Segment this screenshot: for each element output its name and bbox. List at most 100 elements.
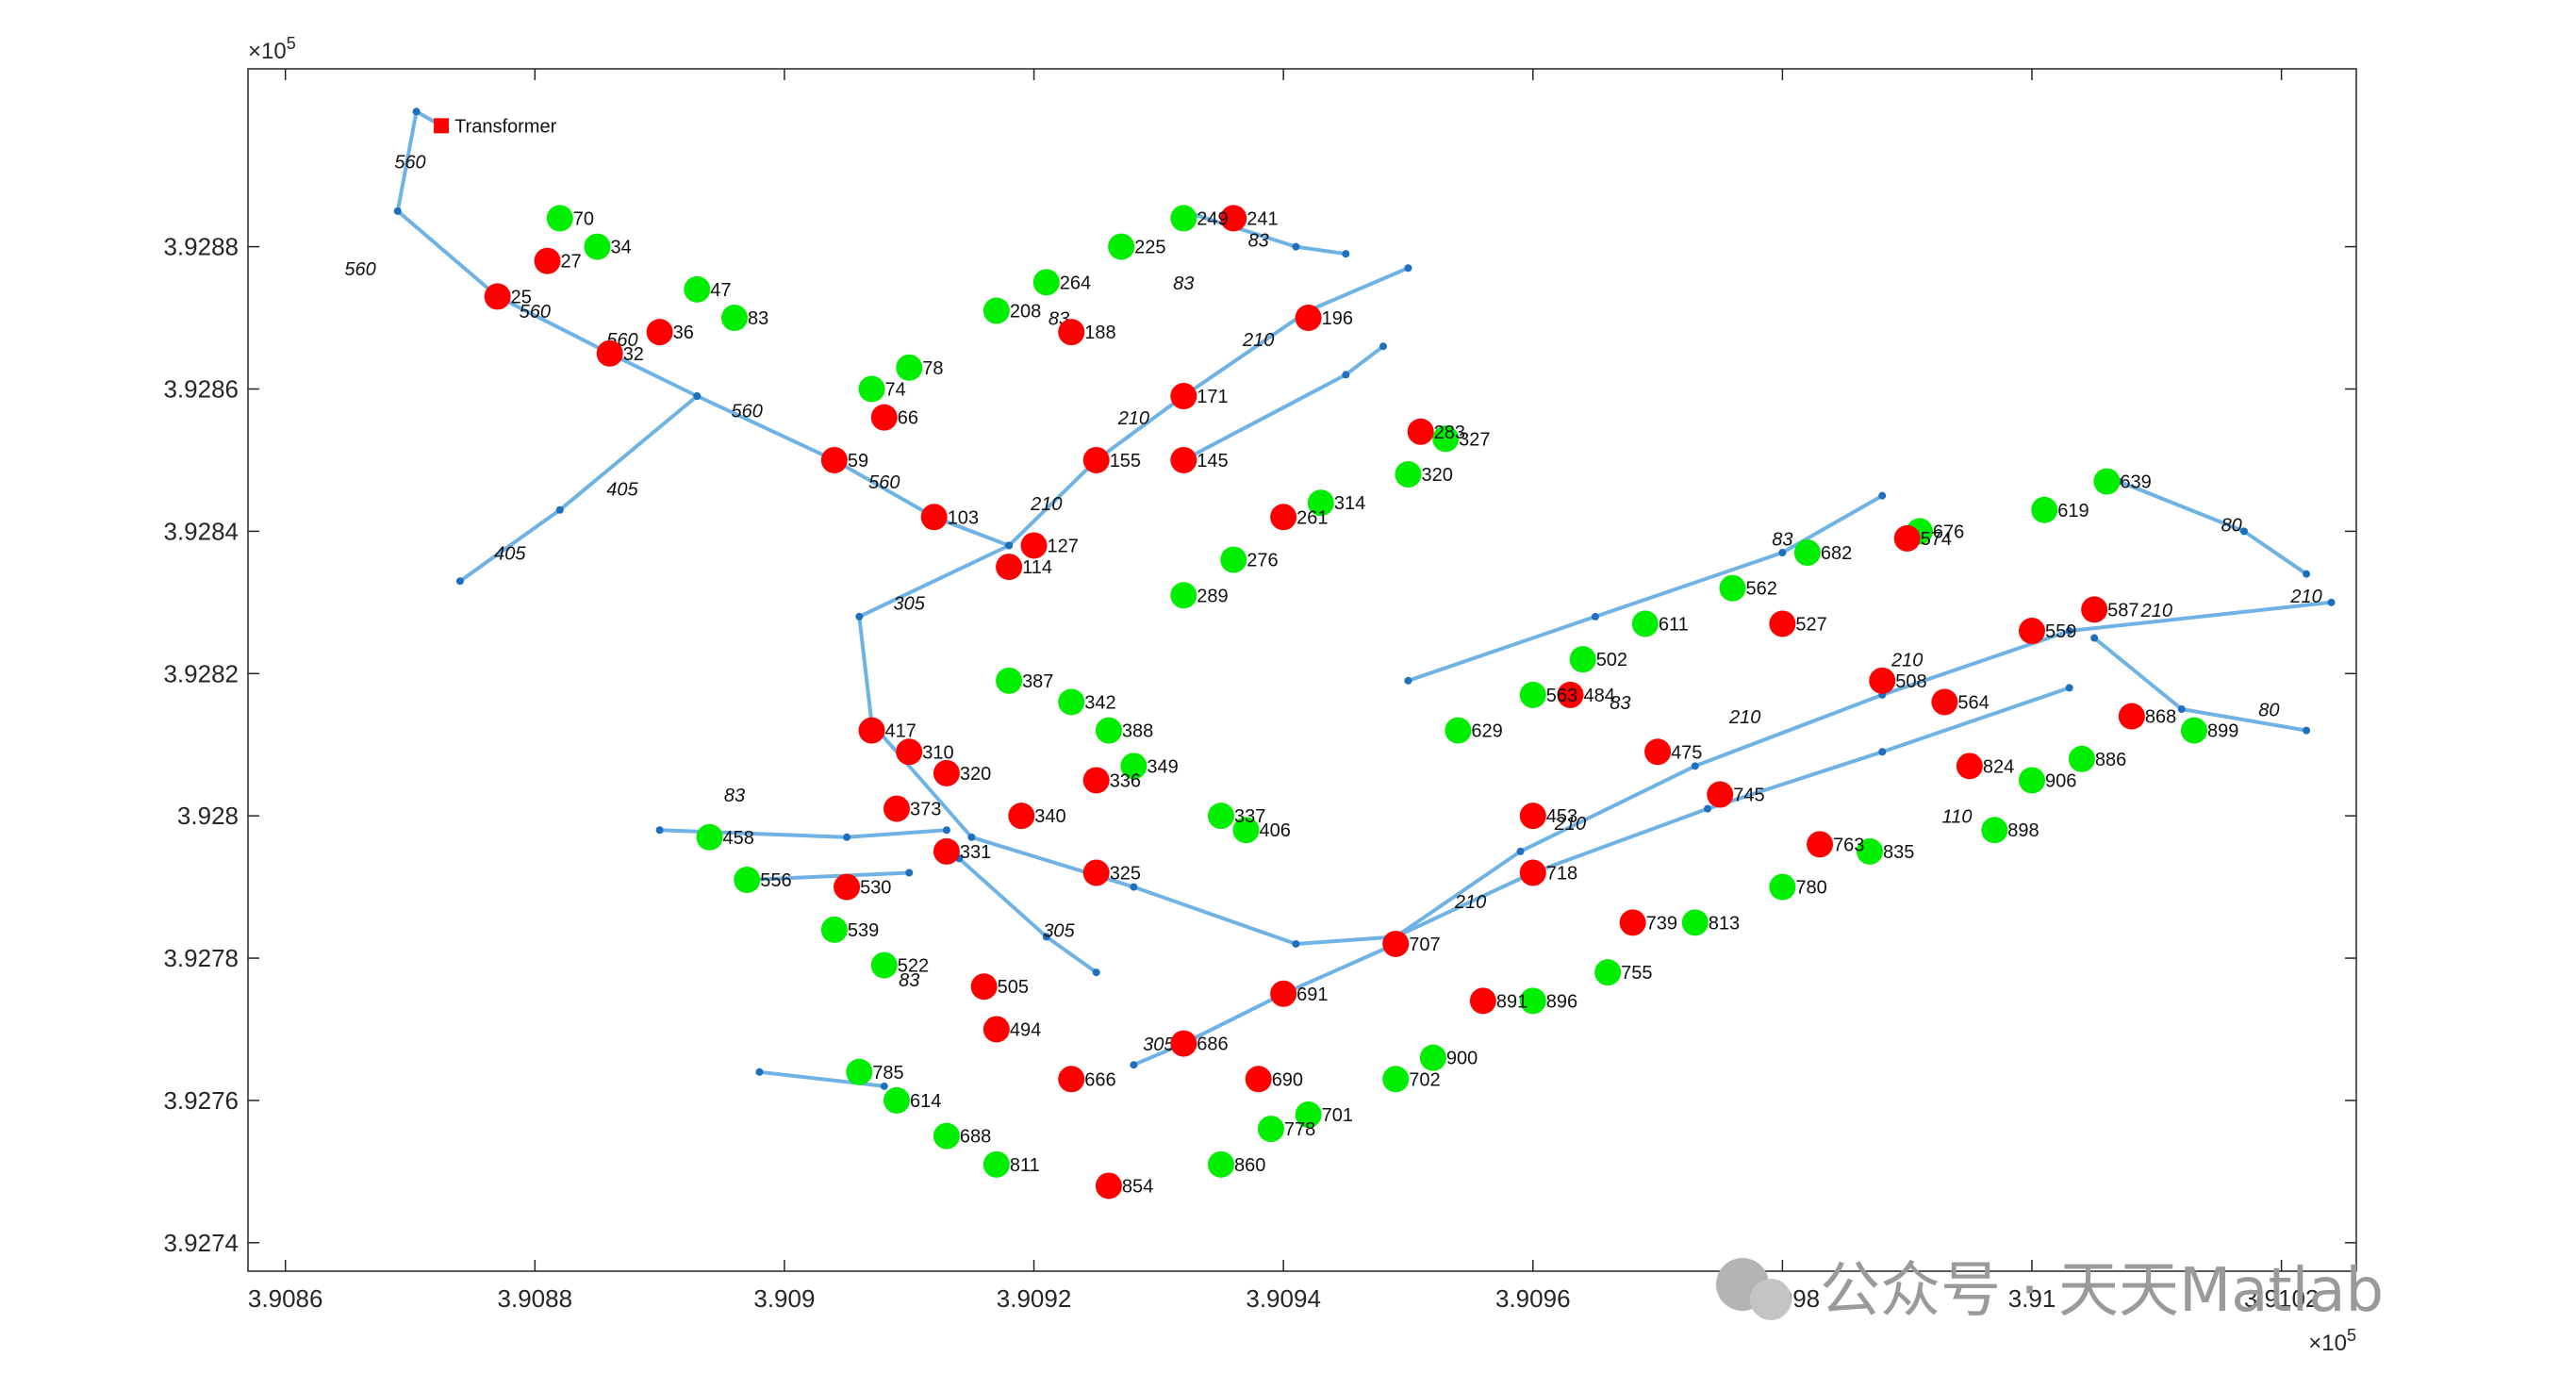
- line-point: [942, 826, 950, 835]
- edge-label: 210: [1554, 814, 1586, 835]
- red-node: [2019, 618, 2045, 645]
- edge-label: 305: [1143, 1034, 1175, 1055]
- line-point: [2090, 634, 2099, 642]
- x-tick-label: 3.909: [753, 1284, 815, 1313]
- green-node-label: 539: [848, 920, 879, 941]
- green-node: [1569, 646, 1596, 673]
- red-node: [1644, 738, 1672, 766]
- line-point: [1005, 541, 1014, 550]
- y-tick-label: 3.9278: [163, 944, 239, 972]
- line-segment-9: [1406, 493, 1885, 683]
- line-point: [1292, 939, 1300, 948]
- line-point: [1292, 242, 1300, 251]
- green-node-label: 688: [960, 1127, 991, 1148]
- y-tick-label: 3.9284: [163, 517, 239, 545]
- wechat-icon-inner: [1750, 1279, 1792, 1320]
- edge-label: 405: [494, 544, 526, 565]
- green-node-label: 898: [2007, 820, 2039, 841]
- green-node: [1257, 1116, 1284, 1143]
- green-node: [721, 305, 748, 332]
- red-node: [1245, 1066, 1272, 1093]
- red-node-label: 666: [1084, 1069, 1115, 1090]
- line-point: [905, 869, 914, 877]
- green-node-label: 835: [1883, 842, 1914, 863]
- green-node: [846, 1058, 873, 1085]
- red-node: [1557, 681, 1584, 708]
- edge-label: 83: [724, 786, 745, 806]
- green-node-label: 676: [1933, 521, 1964, 542]
- line-point: [2303, 726, 2311, 735]
- green-node-label: 811: [1010, 1155, 1040, 1176]
- red-node-label: 587: [2107, 600, 2138, 621]
- y-tick-label: 3.9282: [163, 659, 239, 687]
- edge-label: 560: [344, 259, 375, 280]
- red-node: [820, 446, 848, 473]
- red-node: [1519, 803, 1546, 830]
- green-node-label: 208: [1010, 302, 1041, 323]
- green-node-label: 78: [922, 358, 943, 379]
- green-node: [1681, 909, 1709, 936]
- line-point: [1130, 883, 1138, 891]
- green-node-label: 629: [1471, 721, 1502, 742]
- red-node: [1095, 1172, 1122, 1200]
- green-node: [1382, 1066, 1410, 1093]
- green-node-label: 406: [1259, 820, 1290, 841]
- line-point: [693, 392, 702, 401]
- line-point: [1691, 762, 1699, 770]
- red-node: [1058, 1066, 1085, 1093]
- line-point: [412, 108, 421, 116]
- red-node: [1869, 667, 1896, 694]
- red-node: [1295, 305, 1322, 332]
- x-tick-label: 3.9102: [2244, 1284, 2320, 1313]
- red-node: [646, 319, 673, 346]
- red-node-label: 325: [1110, 864, 1141, 885]
- red-node: [1270, 980, 1297, 1007]
- edge-label: 305: [894, 593, 926, 614]
- y-tick-label: 3.9276: [163, 1086, 239, 1115]
- red-node: [1931, 688, 1958, 716]
- red-node-label: 745: [1733, 786, 1764, 806]
- red-node-label: 103: [948, 507, 979, 528]
- green-node-label: 701: [1322, 1105, 1353, 1126]
- green-nodes: [546, 205, 2207, 1178]
- x-tick-label: 3.9096: [1495, 1284, 1571, 1313]
- green-node-label: 47: [710, 280, 731, 301]
- red-node: [1382, 930, 1410, 957]
- red-node-label: 196: [1322, 308, 1353, 329]
- green-node-label: 314: [1334, 493, 1365, 514]
- green-node: [1793, 539, 1821, 567]
- edge-label: 560: [732, 402, 763, 422]
- red-node: [596, 339, 623, 367]
- line-point: [2065, 684, 2073, 692]
- red-node: [1893, 524, 1921, 552]
- watermark: 公众号 · 天天Matlab: [1716, 1256, 2384, 1326]
- green-node-label: 614: [910, 1091, 941, 1112]
- edge-label: 83: [1248, 231, 1269, 252]
- red-node: [1170, 446, 1197, 473]
- red-node: [1807, 831, 1834, 858]
- red-node-label: 854: [1122, 1176, 1153, 1197]
- red-node: [1707, 781, 1734, 808]
- red-node-label: 494: [1010, 1019, 1041, 1040]
- axes: 3.90863.90883.9093.90923.90943.90963.909…: [163, 69, 2356, 1313]
- line-point: [1404, 676, 1412, 685]
- watermark-text: 公众号 · 天天Matlab: [1820, 1256, 2384, 1326]
- line-point: [755, 1067, 764, 1076]
- edge-label: 210: [1728, 707, 1760, 728]
- line-point: [555, 505, 564, 514]
- red-node-label: 27: [561, 252, 582, 273]
- green-node-label: 349: [1147, 756, 1178, 777]
- red-node-label: 171: [1197, 387, 1228, 407]
- red-node: [1270, 504, 1297, 531]
- edge-label: 83: [1610, 693, 1630, 714]
- line-point: [1878, 491, 1887, 500]
- red-node: [970, 973, 998, 1001]
- green-node-label: 458: [723, 828, 754, 849]
- edge-label: 210: [1030, 494, 1062, 515]
- green-node-label: 702: [1409, 1069, 1440, 1090]
- green-node-label: 563: [1546, 686, 1577, 706]
- green-node: [584, 233, 611, 260]
- green-node-label: 70: [573, 208, 594, 229]
- red-node-label: 417: [885, 721, 916, 742]
